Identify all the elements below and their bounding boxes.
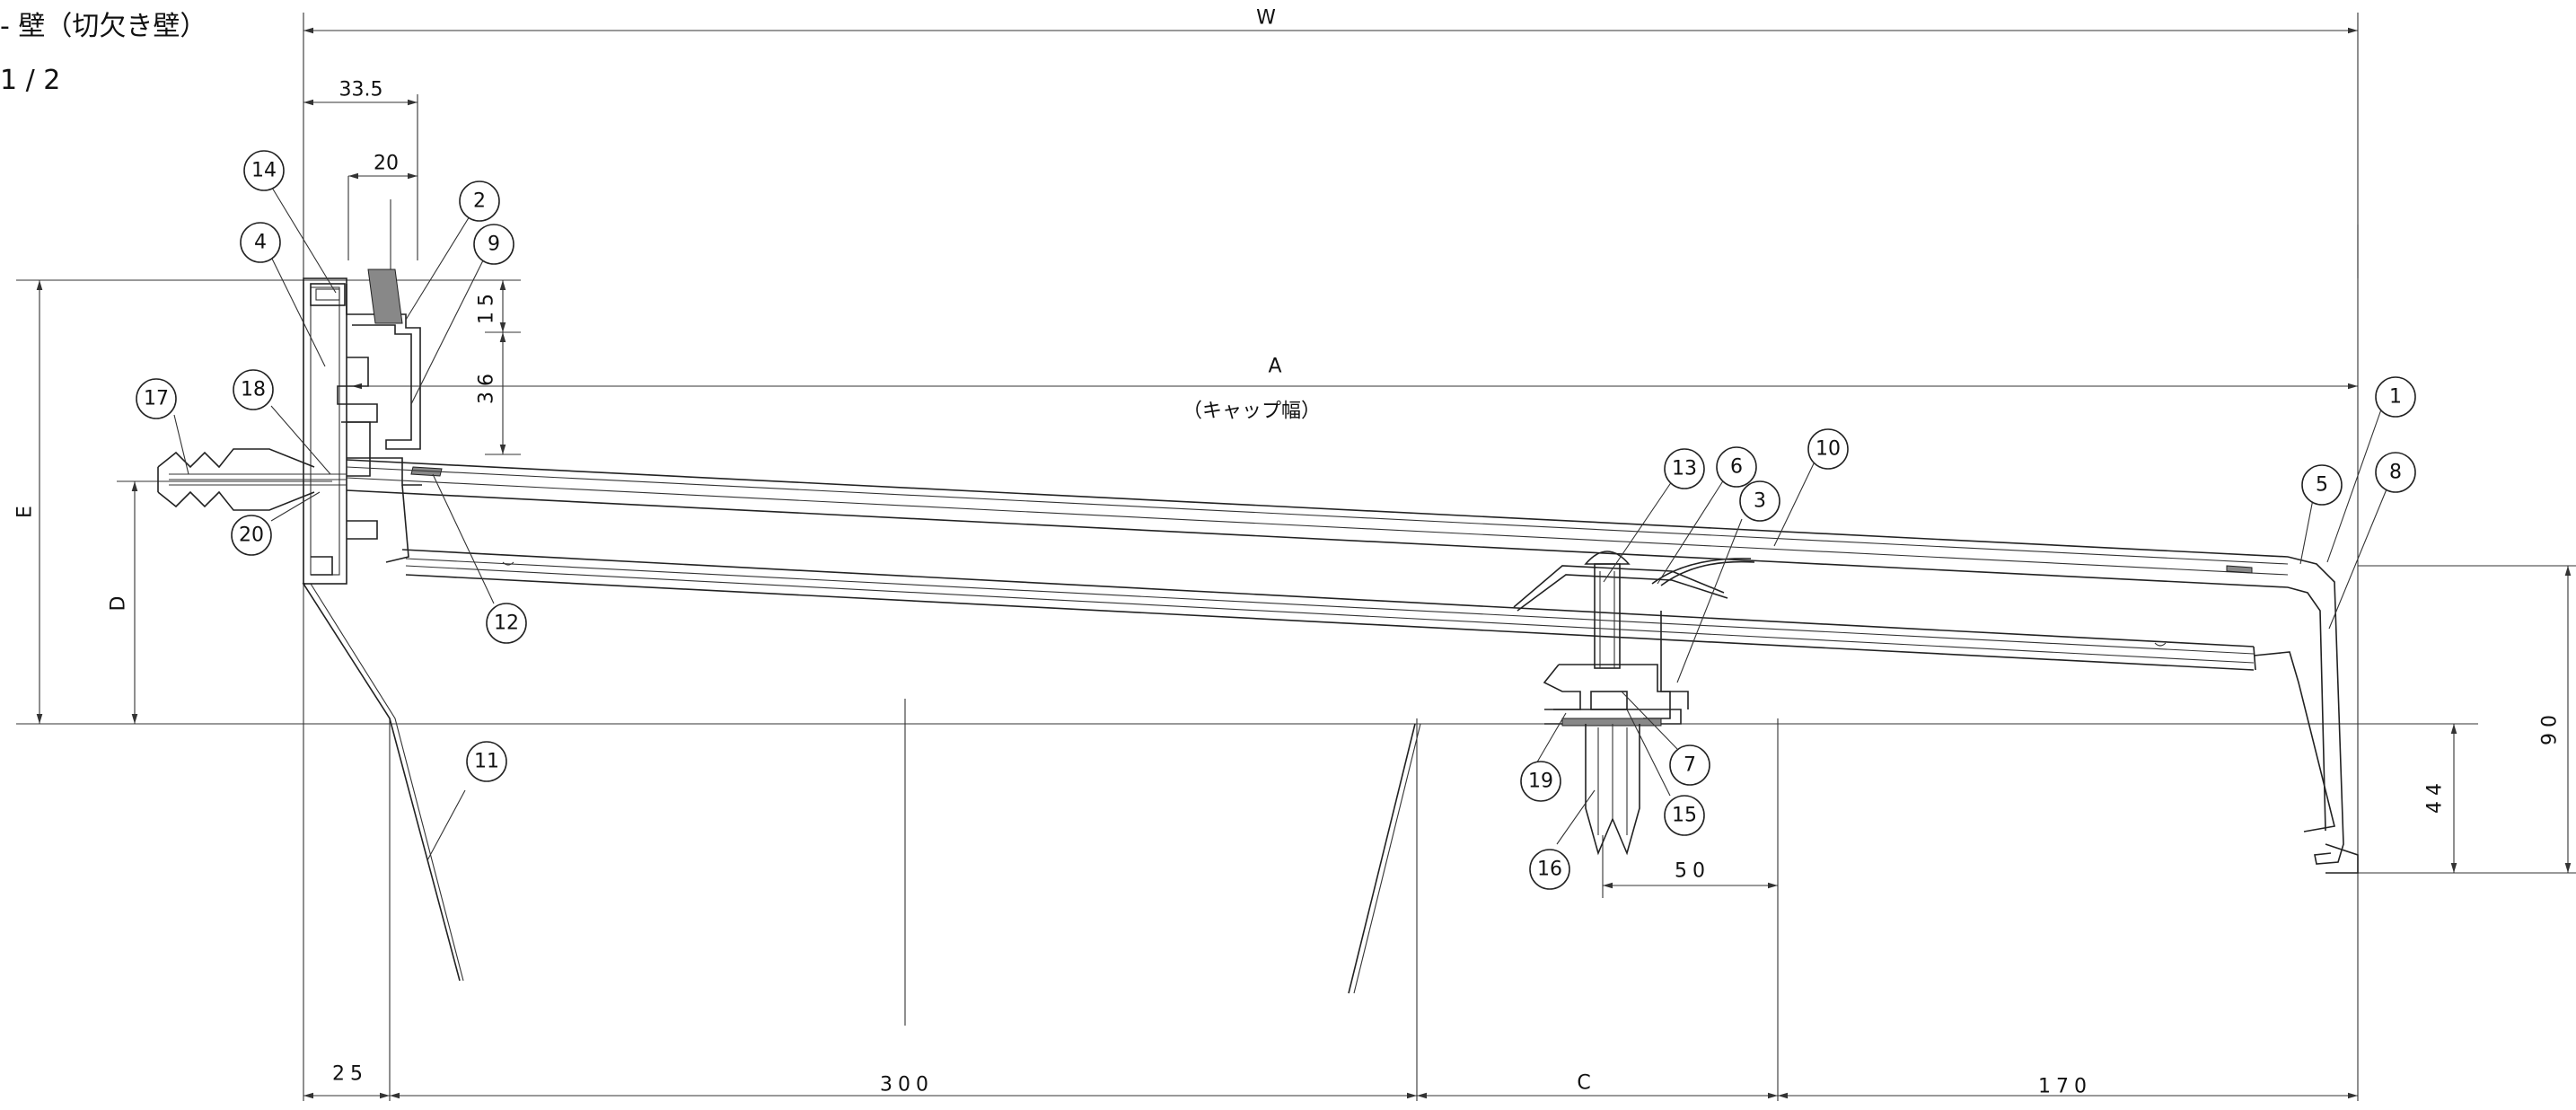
svg-text:5: 5 <box>2316 474 2328 497</box>
drawing-title: - 壁（切欠き壁） <box>0 11 207 42</box>
left-bracket-profile <box>303 269 443 585</box>
callout-10: 10 <box>1807 428 1849 470</box>
callout-18: 18 <box>233 369 274 410</box>
dimension-labels: W 33.5 20 15 36 A （キャップ幅） E D 90 44 50 2… <box>14 7 2562 1098</box>
dim-20-label: 20 <box>374 153 399 175</box>
svg-text:15: 15 <box>1672 805 1697 827</box>
dim-300-label: 300 <box>880 1074 934 1097</box>
svg-text:4: 4 <box>254 232 267 254</box>
callout-17: 17 <box>136 378 177 419</box>
dim-a-label: A <box>1268 356 1281 378</box>
svg-text:14: 14 <box>251 160 277 182</box>
callout-13: 13 <box>1664 448 1705 489</box>
svg-text:13: 13 <box>1672 458 1697 480</box>
callout-4: 4 <box>240 222 281 263</box>
callout-3: 3 <box>1739 480 1780 522</box>
callout-11: 11 <box>466 741 507 782</box>
dim-50-label: 50 <box>1675 860 1710 883</box>
callout-9: 9 <box>473 224 514 265</box>
svg-text:11: 11 <box>474 751 499 773</box>
svg-text:19: 19 <box>1528 771 1553 793</box>
dim-15-label: 15 <box>476 288 498 324</box>
dim-c-label: C <box>1577 1072 1590 1095</box>
callout-19: 19 <box>1520 761 1561 802</box>
dim-e-label: E <box>14 506 37 518</box>
svg-text:9: 9 <box>488 233 500 256</box>
svg-text:8: 8 <box>2389 462 2402 484</box>
svg-text:17: 17 <box>144 388 169 410</box>
svg-text:2: 2 <box>473 190 486 213</box>
callout-5: 5 <box>2301 464 2343 506</box>
callout-8: 8 <box>2375 452 2416 493</box>
svg-text:7: 7 <box>1684 754 1696 777</box>
dim-25-label: 25 <box>332 1063 368 1086</box>
dim-170-label: 170 <box>2038 1076 2092 1098</box>
cap-profile <box>346 459 2359 874</box>
callout-16: 16 <box>1529 849 1570 890</box>
svg-text:6: 6 <box>1730 456 1743 479</box>
leader-lines <box>173 182 2389 861</box>
page-indicator: 1 / 2 <box>0 65 61 96</box>
dim-a-note: （キャップ幅） <box>1182 401 1321 423</box>
svg-text:10: 10 <box>1816 438 1841 461</box>
anchor-plug <box>157 448 347 511</box>
dim-d-label: D <box>108 596 130 612</box>
callout-15: 15 <box>1664 795 1705 836</box>
callout-1: 1 <box>2375 376 2416 418</box>
callout-2: 2 <box>459 181 500 222</box>
callout-20: 20 <box>231 515 272 556</box>
callout-12: 12 <box>486 603 527 644</box>
dim-36-label: 36 <box>476 368 498 404</box>
center-anchor <box>1585 724 1640 856</box>
dimension-lines <box>36 27 2572 1099</box>
wall-substrate <box>302 583 1421 994</box>
callout-14: 14 <box>243 150 285 191</box>
svg-text:18: 18 <box>241 379 266 401</box>
svg-text:3: 3 <box>1754 490 1766 513</box>
callout-7: 7 <box>1669 744 1710 786</box>
dim-44-label: 44 <box>2424 778 2447 814</box>
svg-text:12: 12 <box>494 612 519 635</box>
dim-90-label: 90 <box>2539 709 2562 745</box>
dim-33-5-label: 33.5 <box>339 79 383 101</box>
dim-w-label: W <box>1256 7 1276 30</box>
callout-6: 6 <box>1716 446 1757 488</box>
svg-text:1: 1 <box>2389 386 2402 409</box>
svg-text:16: 16 <box>1537 859 1562 881</box>
svg-text:20: 20 <box>239 524 264 547</box>
reference-lines <box>16 13 2576 1101</box>
